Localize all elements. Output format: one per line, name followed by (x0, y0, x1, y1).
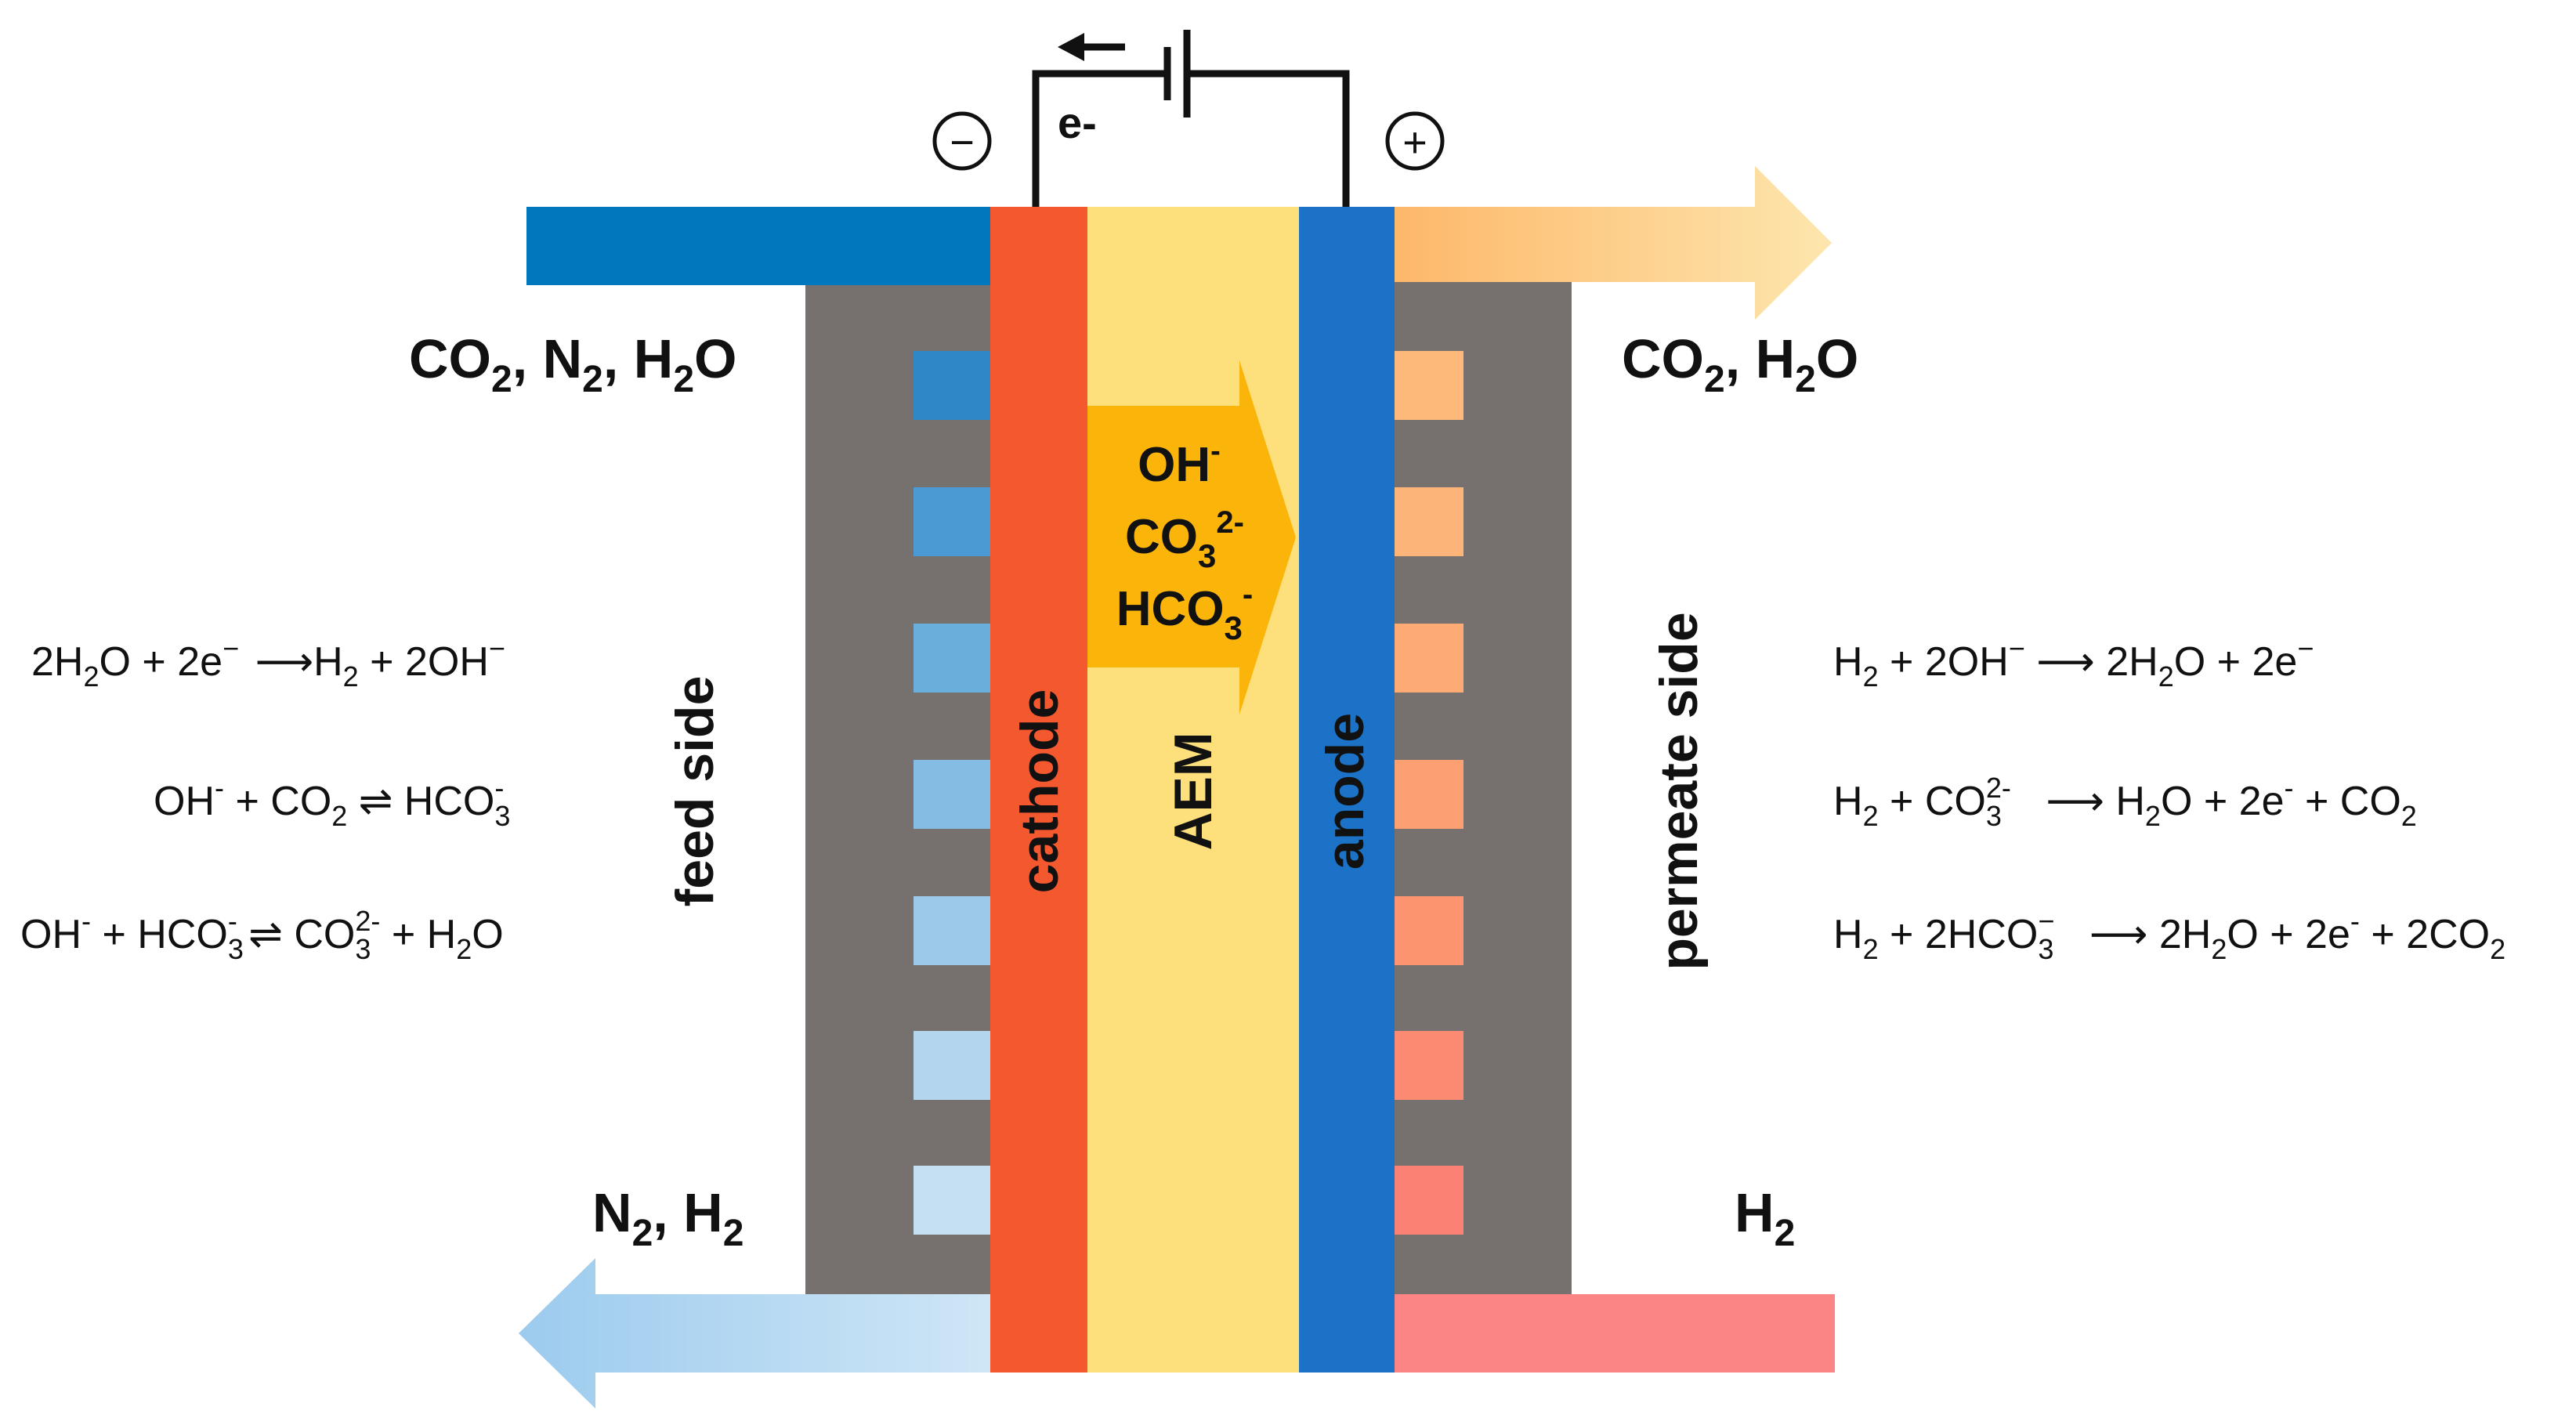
anode-reactions: H2 + 2OH− ⟶ 2H2O + 2e− H2 + CO32- ⟶ H2O … (1833, 632, 2505, 965)
feed-inlet-composition: CO2, N2, H2O (409, 328, 736, 400)
feed-flow-channels (914, 351, 990, 1235)
permeate-channel (1387, 1166, 1463, 1235)
feed-channel (914, 1031, 990, 1100)
ion-label-hydroxide: OH- (1138, 435, 1221, 492)
cathode-layer (990, 207, 1087, 1373)
positive-terminal-icon (1385, 111, 1445, 171)
permeate-channel (1387, 624, 1463, 693)
permeate-channel (1387, 487, 1463, 556)
cathode-reaction-2: OH- + CO2 ⇌ HCO3- (154, 772, 510, 832)
anode-reaction-1: H2 + 2OH− ⟶ 2H2O + 2e− (1833, 632, 2314, 693)
negative-terminal-icon (932, 111, 992, 171)
feed-side-label: feed side (665, 676, 725, 907)
permeate-channel (1387, 760, 1463, 829)
positive-terminal-sign: + (1402, 119, 1427, 166)
feed-channel (914, 487, 990, 556)
feed-channel (914, 1166, 990, 1235)
negative-terminal-sign: − (950, 119, 975, 166)
cathode-label: cathode (1010, 689, 1069, 894)
feed-outlet-composition: N2, H2 (592, 1182, 743, 1254)
permeate-side-label: permeate side (1649, 612, 1709, 970)
anode-label: anode (1315, 713, 1375, 870)
permeate-channel (1387, 1031, 1463, 1100)
anode-reaction-3: H2 + 2HCO3− ⟶ 2H2O + 2e- + 2CO2 (1833, 905, 2505, 965)
feed-channel (914, 351, 990, 420)
permeate-channel (1387, 896, 1463, 965)
membrane-layer (1087, 207, 1299, 1373)
cathode-reaction-3: OH- + HCO3- ⇌ CO32- + H2O (20, 905, 504, 965)
cathode-reaction-1: 2H2O + 2e− ⟶H2 + 2OH− (31, 632, 505, 693)
feed-inlet-pipe (526, 207, 990, 285)
external-circuit (1032, 30, 1350, 207)
feed-outlet-arrow (519, 1258, 990, 1409)
electron-flow-arrow (1058, 33, 1125, 61)
ion-transport-arrow (1087, 360, 1296, 714)
positive-terminal: + (1385, 111, 1445, 171)
permeate-outlet-composition: CO2, H2O (1622, 328, 1858, 400)
feed-channel (914, 624, 990, 693)
anode-reaction-2: H2 + CO32- ⟶ H2O + 2e- + CO2 (1833, 772, 2417, 832)
permeate-inlet-composition: H2 (1735, 1182, 1795, 1254)
permeate-inlet-pipe (1387, 1294, 1835, 1373)
permeate-channel (1387, 351, 1463, 420)
feed-channel (914, 760, 990, 829)
feed-channel (914, 896, 990, 965)
negative-terminal: − (932, 111, 992, 171)
permeate-outlet-arrow (1387, 166, 1832, 320)
membrane-label: AEM (1163, 732, 1223, 850)
permeate-flow-channels (1387, 351, 1463, 1235)
anode-layer (1299, 207, 1395, 1373)
electron-label: e- (1058, 98, 1097, 147)
cathode-reactions: 2H2O + 2e− ⟶H2 + 2OH− OH- + CO2 ⇌ HCO3- … (20, 632, 510, 965)
